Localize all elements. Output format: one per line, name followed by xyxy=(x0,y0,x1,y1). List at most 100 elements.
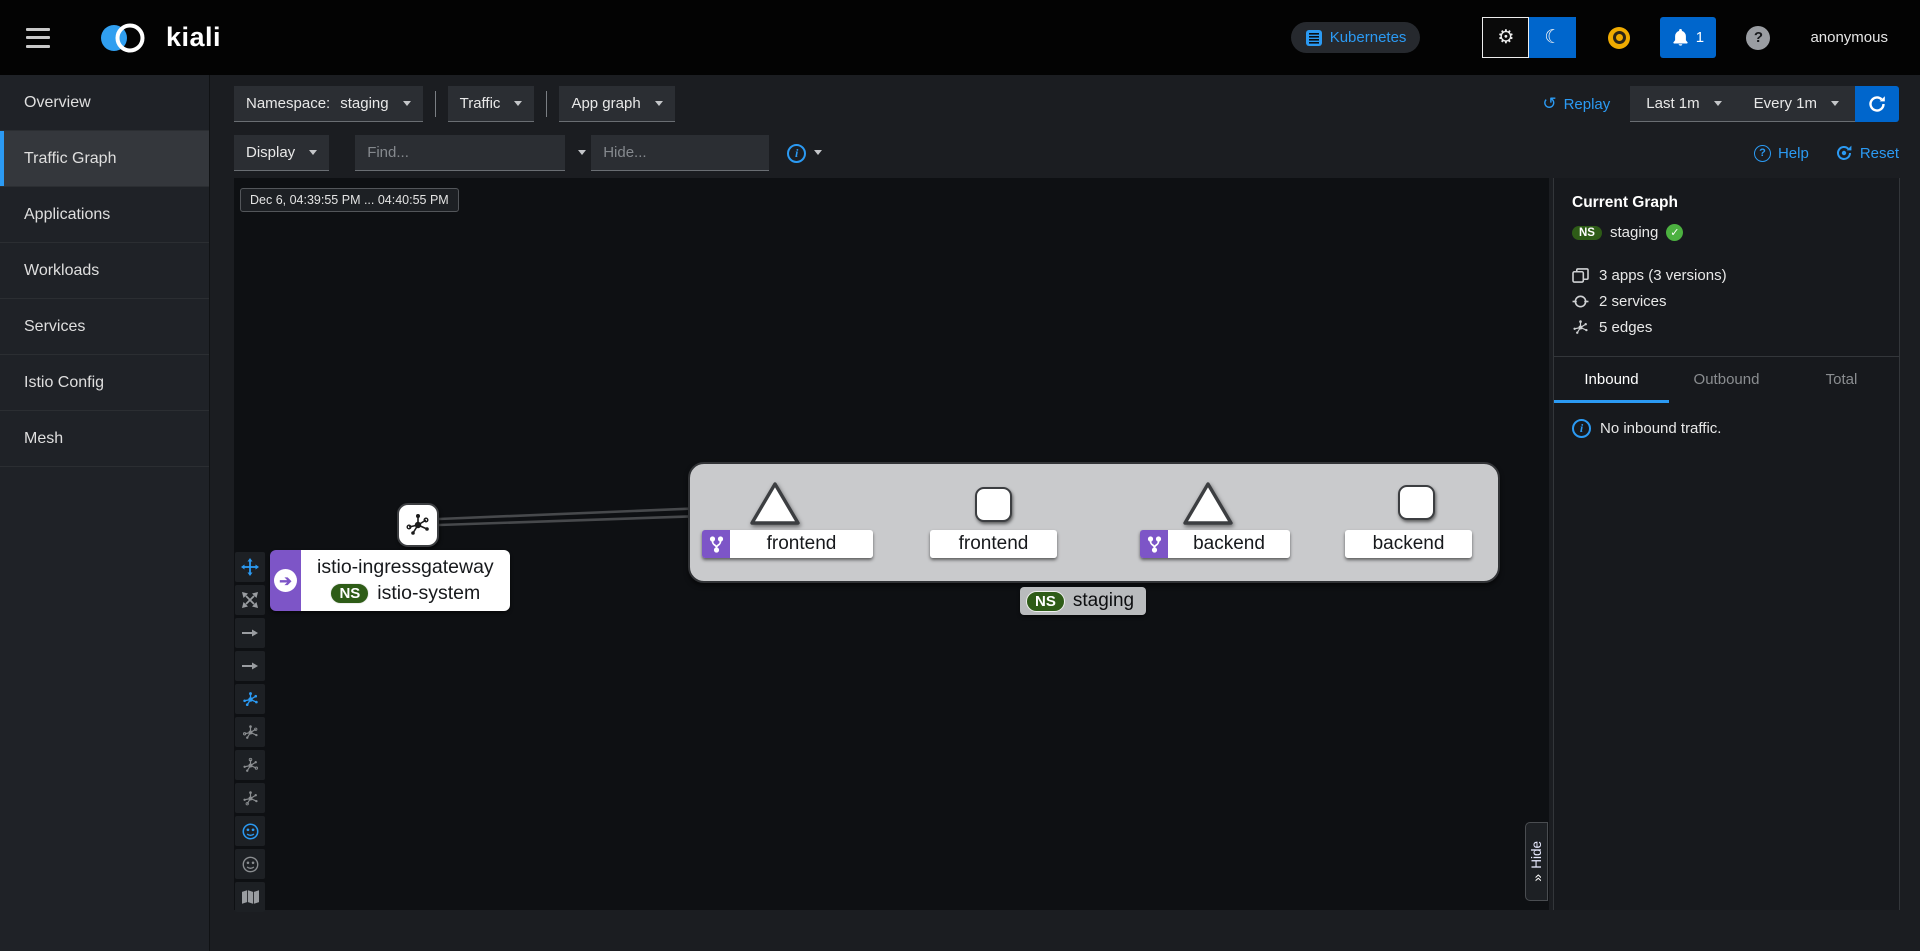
reset-label: Reset xyxy=(1859,144,1899,162)
edge-display-button-1[interactable] xyxy=(235,618,265,648)
display-dropdown[interactable]: Display xyxy=(234,135,330,171)
sidebar-item-workloads[interactable]: Workloads xyxy=(0,243,209,299)
refresh-icon xyxy=(1869,96,1885,112)
label-backend-service[interactable]: backend xyxy=(1140,530,1290,558)
namespace-box-staging[interactable] xyxy=(688,462,1500,583)
tab-inbound[interactable]: Inbound xyxy=(1554,357,1669,403)
gateway-label-text: istio-ingressgateway NS istio-system xyxy=(301,550,510,611)
label-istio-ingressgateway[interactable]: ➔ istio-ingressgateway NS istio-system xyxy=(270,550,510,611)
notifications-button[interactable]: 1 xyxy=(1660,17,1717,58)
content: Namespace: staging Traffic App graph ↺ xyxy=(210,75,1920,951)
edge-display-button-2[interactable] xyxy=(235,651,265,681)
sidebar-item-label: Services xyxy=(24,317,86,335)
namespace-boxes-toggle-button[interactable] xyxy=(235,816,265,846)
layout-button-2[interactable] xyxy=(235,717,265,747)
ns-badge: NS xyxy=(1026,590,1065,612)
node-frontend-service[interactable] xyxy=(747,479,803,527)
traffic-graph-canvas[interactable]: Dec 6, 04:39:55 PM ... 04:40:55 PM NS st… xyxy=(234,178,1549,912)
chevrons-icon: » xyxy=(1528,873,1545,882)
toolbar-divider xyxy=(546,91,548,117)
help-icon: ? xyxy=(1753,144,1771,162)
hide-field-wrap xyxy=(591,135,823,171)
time-controls: Last 1m Every 1m xyxy=(1630,86,1855,122)
sidebar: Overview Traffic Graph Applications Work… xyxy=(0,75,210,951)
zoom-to-fit-button[interactable] xyxy=(235,585,265,615)
inbound-message: No inbound traffic. xyxy=(1600,420,1722,437)
sidebar-item-applications[interactable]: Applications xyxy=(0,187,209,243)
replay-link[interactable]: ↺ Replay xyxy=(1542,94,1610,114)
graph-type-dropdown[interactable]: App graph xyxy=(559,86,675,122)
traffic-dropdown[interactable]: Traffic xyxy=(447,86,535,122)
node-istio-ingressgateway[interactable] xyxy=(397,503,439,547)
sidebar-item-mesh[interactable]: Mesh xyxy=(0,411,209,467)
stat-apps: 3 apps (3 versions) xyxy=(1572,267,1899,284)
notification-count: 1 xyxy=(1695,29,1705,46)
dark-theme-button[interactable]: ☾ xyxy=(1529,17,1577,58)
label-frontend-app[interactable]: frontend xyxy=(930,530,1057,558)
node-frontend-app[interactable] xyxy=(975,487,1012,522)
replay-label: Replay xyxy=(1563,95,1611,113)
hide-panel-button[interactable]: Hide » xyxy=(1525,822,1548,901)
summary-namespace-row: NS staging ✓ xyxy=(1572,224,1899,241)
label-frontend-service[interactable]: frontend xyxy=(702,530,873,558)
applications-icon xyxy=(1572,268,1589,283)
pan-mode-button[interactable] xyxy=(235,552,265,582)
legend-button[interactable] xyxy=(235,882,265,912)
stat-edges: 5 edges xyxy=(1572,319,1899,336)
menu-toggle-icon[interactable] xyxy=(26,27,50,48)
toolbar-right-2: ? Help Reset xyxy=(1753,144,1899,162)
layout-hub-icon xyxy=(242,724,258,739)
sidebar-item-label: Applications xyxy=(24,205,111,223)
namespace-box-label[interactable]: NS staging xyxy=(1020,587,1147,615)
sidebar-item-overview[interactable]: Overview xyxy=(0,75,209,131)
refresh-interval-value: Every 1m xyxy=(1753,95,1817,112)
help-link[interactable]: ? Help xyxy=(1753,144,1809,162)
toolbar-row-2: Display i ? Help xyxy=(234,135,1899,171)
layout-button-1[interactable] xyxy=(235,684,265,714)
node-backend-service[interactable] xyxy=(1180,479,1236,527)
node-name: backend xyxy=(1345,530,1472,558)
namespace-dropdown[interactable]: Namespace: staging xyxy=(234,86,423,122)
boxes-toggle-icon xyxy=(242,823,258,839)
masthead-help-icon[interactable]: ? xyxy=(1746,25,1771,50)
chevron-down-icon xyxy=(514,101,523,106)
sidebar-item-label: Istio Config xyxy=(24,373,105,391)
graph-controls-toolbar xyxy=(235,552,265,912)
bell-icon xyxy=(1673,29,1688,46)
summary-panel: Current Graph NS staging ✓ 3 apps (3 ver… xyxy=(1553,178,1900,910)
layout-button-3[interactable] xyxy=(235,750,265,780)
chevron-down-icon xyxy=(654,101,663,106)
cluster-badge-label: Kubernetes xyxy=(1329,29,1407,46)
hide-input[interactable] xyxy=(591,135,815,170)
refresh-interval-dropdown[interactable]: Every 1m xyxy=(1738,95,1855,112)
summary-namespace-name: staging xyxy=(1609,224,1659,241)
stat-services-text: 2 services xyxy=(1599,293,1667,310)
kiali-logo-icon xyxy=(101,23,145,52)
duration-dropdown[interactable]: Last 1m xyxy=(1630,95,1737,112)
boxes-toggle-icon xyxy=(242,856,258,872)
question-glyph: ? xyxy=(1753,29,1764,46)
istio-status-icon[interactable] xyxy=(1608,26,1631,49)
label-backend-app[interactable]: backend xyxy=(1345,530,1472,558)
sidebar-item-istio-config[interactable]: Istio Config xyxy=(0,355,209,411)
namespace-box-name: staging xyxy=(1072,590,1135,611)
cluster-boxes-toggle-button[interactable] xyxy=(235,849,265,879)
reset-link[interactable]: Reset xyxy=(1835,144,1899,162)
layout-button-4[interactable] xyxy=(235,783,265,813)
username: anonymous xyxy=(1810,29,1888,46)
sidebar-item-label: Workloads xyxy=(24,261,100,279)
kiali-logo[interactable]: kiali xyxy=(100,21,221,55)
duration-value: Last 1m xyxy=(1646,95,1700,112)
tab-outbound[interactable]: Outbound xyxy=(1693,371,1760,388)
cluster-badge[interactable]: Kubernetes xyxy=(1290,22,1421,53)
gateway-name: istio-ingressgateway xyxy=(317,556,494,578)
tab-total[interactable]: Total xyxy=(1825,371,1858,388)
sidebar-item-traffic-graph[interactable]: Traffic Graph xyxy=(0,131,209,187)
node-name: frontend xyxy=(930,530,1057,558)
sidebar-item-services[interactable]: Services xyxy=(0,299,209,355)
light-theme-button[interactable]: ⚙ xyxy=(1482,17,1530,58)
node-backend-app[interactable] xyxy=(1398,485,1435,520)
stat-apps-text: 3 apps (3 versions) xyxy=(1599,267,1727,284)
refresh-button[interactable] xyxy=(1855,86,1899,122)
find-input[interactable] xyxy=(355,135,579,170)
